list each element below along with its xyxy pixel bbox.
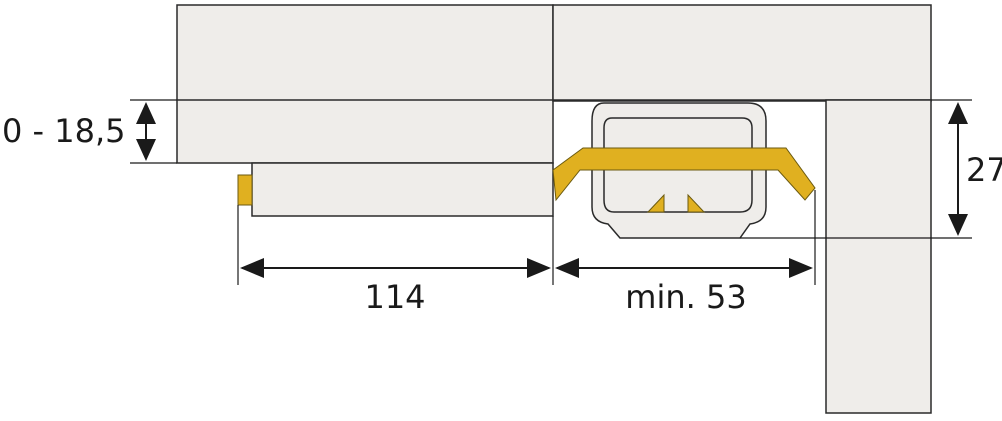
mounting-plate [251,162,554,217]
hinge-tooth-right [687,193,706,213]
top-panel-right [552,4,932,102]
arrow-up-left [136,102,156,124]
hinge-tooth-left [646,193,665,213]
side-panel [825,99,932,414]
plate-pin [237,174,253,206]
hinge-arm [552,147,816,202]
arrow-left-min53 [555,258,579,278]
arrow-up-right [948,102,968,124]
arrow-left-114 [240,258,264,278]
arrow-right-114 [527,258,551,278]
arrow-right-min53 [789,258,813,278]
dim-label-height-range: 0 - 18,5 [2,112,126,150]
dim-label-min53: min. 53 [625,278,746,316]
arrow-down-right [948,214,968,236]
dim-label-height-right: 27 [966,151,1002,189]
arrow-down-left [136,139,156,161]
top-panel-left [176,4,554,164]
dim-label-114: 114 [364,278,425,316]
